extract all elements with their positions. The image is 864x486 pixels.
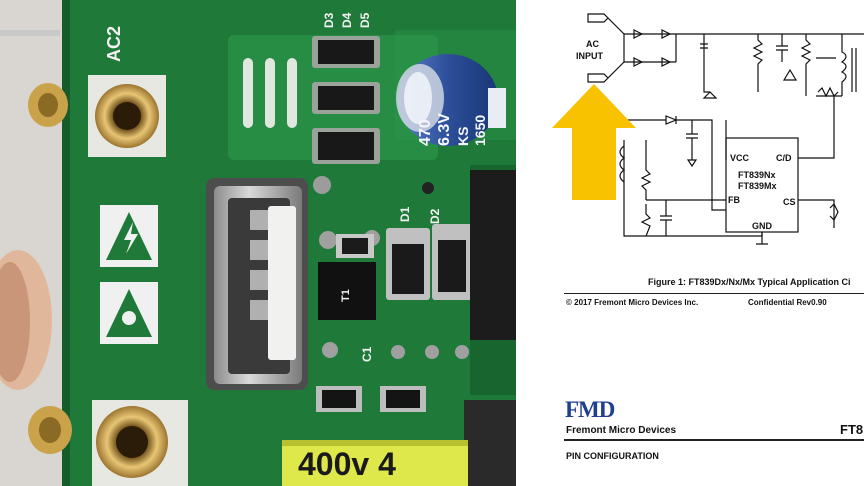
- pcb-label-d5: D5: [358, 12, 372, 28]
- pcb-label-ac2: AC2: [104, 25, 124, 62]
- ic-pin-cs: CS: [783, 197, 796, 207]
- smd-cap-right: [386, 390, 420, 408]
- ic-pin-vcc: VCC: [730, 153, 750, 163]
- figure-caption: Figure 1: FT839Dx/Nx/Mx Typical Applicat…: [648, 277, 851, 287]
- cap-text-line-3: KS: [455, 126, 471, 146]
- diode-d5: [318, 132, 374, 160]
- ac-input-label-line-2: INPUT: [576, 51, 603, 61]
- copyright-text: © 2017 Fremont Micro Devices Inc.: [566, 298, 699, 307]
- diode-d3: [318, 40, 374, 64]
- usb-tongue: [268, 206, 296, 360]
- pcb-illustration: [0, 0, 516, 486]
- section-heading: PIN CONFIGURATION: [566, 451, 659, 461]
- capacitor-markings: 470 6.3V KS 1650: [417, 50, 488, 146]
- diode-d1: [392, 244, 424, 294]
- film-capacitor: [282, 440, 468, 486]
- part-number-prefix: FT8: [840, 422, 864, 437]
- yellow-arrow: [552, 84, 636, 200]
- pcb-label-t1: T1: [340, 289, 352, 302]
- pcb-label-d1: D1: [398, 206, 412, 222]
- pcb-label-d3: D3: [322, 12, 336, 28]
- confidential-text: Confidential Rev0.90: [748, 298, 827, 307]
- footer-rule: [564, 293, 864, 294]
- ic-part-line-1: FT839Nx: [738, 170, 776, 180]
- film-capacitor-text: 400v 4: [298, 446, 396, 482]
- diode-d2: [438, 240, 466, 292]
- transistor-t1: [318, 262, 376, 320]
- company-name: Fremont Micro Devices: [566, 425, 677, 436]
- datasheet-panel: AC INPUT VCC C/D FT839Nx FT839Mx FB CS G…: [516, 0, 864, 486]
- pcb-photo: AC2 D3 D4 D5 D1 D2 C1 T1 470 6.3V KS 165…: [0, 0, 516, 486]
- ic-part-line-2: FT839Mx: [738, 181, 777, 191]
- diode-d4: [318, 86, 374, 110]
- ic-pin-fb: FB: [728, 195, 740, 205]
- ic-pin-cd: C/D: [776, 153, 792, 163]
- application-schematic: [552, 13, 864, 245]
- smd-resistor: [342, 238, 368, 254]
- header-rule: [564, 439, 864, 441]
- cap-text-line-2: 6.3V: [436, 113, 453, 146]
- fmd-logo: FMD: [565, 397, 615, 422]
- cap-text-line-1: 470: [417, 119, 434, 146]
- pcb-label-d2: D2: [428, 208, 442, 224]
- ac-input-label-line-1: AC: [586, 39, 599, 49]
- ic-pin-gnd: GND: [752, 221, 772, 231]
- cap-text-line-4: 1650: [472, 114, 488, 146]
- pcb-label-c1: C1: [360, 346, 374, 362]
- pcb-label-d4: D4: [340, 12, 354, 28]
- smd-cap-left: [322, 390, 356, 408]
- black-component: [470, 170, 516, 340]
